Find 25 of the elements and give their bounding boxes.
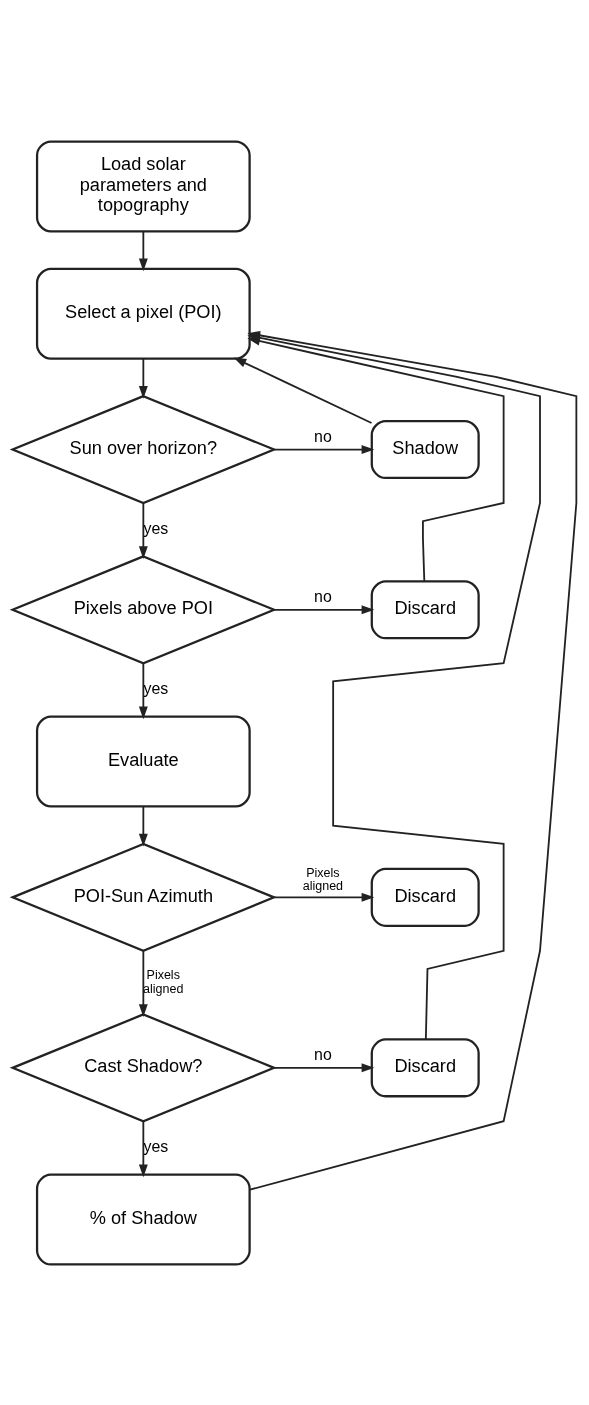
node-box: Shadow — [370, 419, 480, 479]
arrow — [273, 1062, 375, 1072]
arrow — [138, 230, 148, 271]
node-box: Discard — [370, 579, 480, 639]
arrow — [233, 357, 373, 424]
node-box: Evaluate — [35, 715, 251, 808]
arrow — [138, 357, 148, 399]
node-box: % of Shadow — [35, 1173, 251, 1266]
arrow — [273, 892, 375, 902]
edge-label: no — [314, 587, 332, 605]
arrow — [138, 501, 148, 559]
edge-label: no — [314, 1045, 332, 1063]
arrow — [138, 662, 148, 719]
node-box: Load solar parameters and topography — [35, 139, 251, 232]
edge-label: Pixels aligned — [302, 865, 344, 893]
node-box: Discard — [370, 867, 480, 927]
arrow — [138, 949, 148, 1017]
arrow — [273, 444, 375, 454]
arrow — [138, 1120, 148, 1177]
node-box: Select a pixel (POI) — [35, 267, 251, 360]
node-diamond: Sun over horizon? — [9, 394, 278, 504]
edge-label: no — [314, 427, 332, 445]
node-box: Discard — [370, 1037, 480, 1097]
arrow — [273, 604, 375, 614]
arrow — [138, 805, 148, 847]
